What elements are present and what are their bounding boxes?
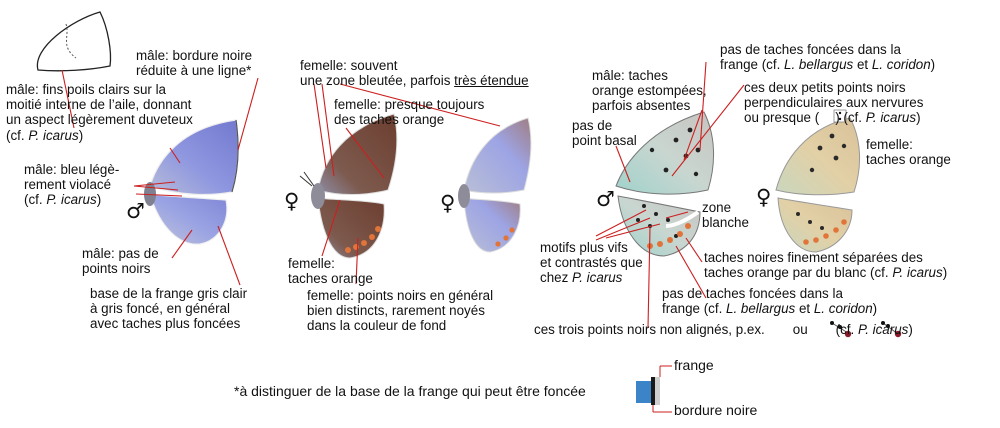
- female-underside-butterfly: [775, 117, 861, 253]
- label-female-orange-spots-left: femelle: taches orange: [288, 256, 373, 287]
- male-symbol-2: ♂: [596, 187, 615, 211]
- label-frange: frange: [674, 357, 714, 373]
- dot-pattern-sample-1: [830, 321, 852, 338]
- dot-pattern-sample-2: [881, 321, 902, 338]
- label-male-border: mâle: bordure noire réduite à une ligne*: [136, 48, 253, 79]
- label-two-points: ces deux petits points noirs perpendicul…: [744, 80, 924, 126]
- female-upperside-blue-butterfly: [458, 117, 532, 253]
- label-male-no-spots: mâle: pas de points noirs: [82, 246, 159, 277]
- female-symbol-3: ♀: [756, 185, 772, 209]
- label-male-orange-faded: mâle: taches orange estompées, parfois a…: [592, 68, 707, 114]
- female-symbol-1: ♀: [284, 189, 300, 213]
- label-three-points: ces trois points noirs non alignés, p.ex…: [534, 322, 913, 337]
- label-no-dark-spots-bottom: pas de taches foncées dans la frange (cf…: [662, 286, 878, 317]
- label-female-black-points: femelle: points noirs en général bien di…: [307, 288, 494, 334]
- fringe-swatch: [636, 365, 672, 413]
- wing-outline-sketch: [36, 11, 112, 72]
- two-points-sample: [833, 109, 847, 123]
- female-upperside-brown-butterfly: [299, 113, 398, 259]
- male-symbol-1: ♂: [126, 199, 145, 223]
- male-upperside-butterfly: [144, 119, 239, 245]
- label-white-zone: zone blanche: [702, 200, 749, 231]
- label-fringe-base: base de la frange gris clair à gris fonc…: [90, 286, 248, 332]
- footnote: *à distinguer de la base de la frange qu…: [234, 383, 586, 399]
- label-no-dark-spots-top: pas de taches foncées dans la frange (cf…: [720, 42, 936, 73]
- label-male-hairs: mâle: fins poils clairs sur la moitié in…: [6, 82, 193, 143]
- label-female-orange-always: femelle: presque toujours des taches ora…: [334, 97, 485, 128]
- label-female-blue-zone: femelle: souvent une zone bleutée, parfo…: [300, 58, 529, 89]
- male-underside-butterfly: [615, 111, 715, 257]
- label-male-violet: mâle: bleu légè- rement violacé (cf. P. …: [24, 162, 120, 208]
- label-no-basal-point: pas de point basal: [572, 118, 637, 149]
- label-female-orange-spots-right: femelle: taches orange: [866, 137, 951, 168]
- label-black-spots-separated: taches noires finement séparées des tach…: [704, 250, 948, 281]
- leader-lines: [61, 61, 745, 329]
- label-bordure-noire: bordure noire: [674, 402, 758, 418]
- female-symbol-2: ♀: [440, 191, 456, 215]
- label-vivid-motifs: motifs plus vifs et contrastés que chez …: [540, 240, 643, 286]
